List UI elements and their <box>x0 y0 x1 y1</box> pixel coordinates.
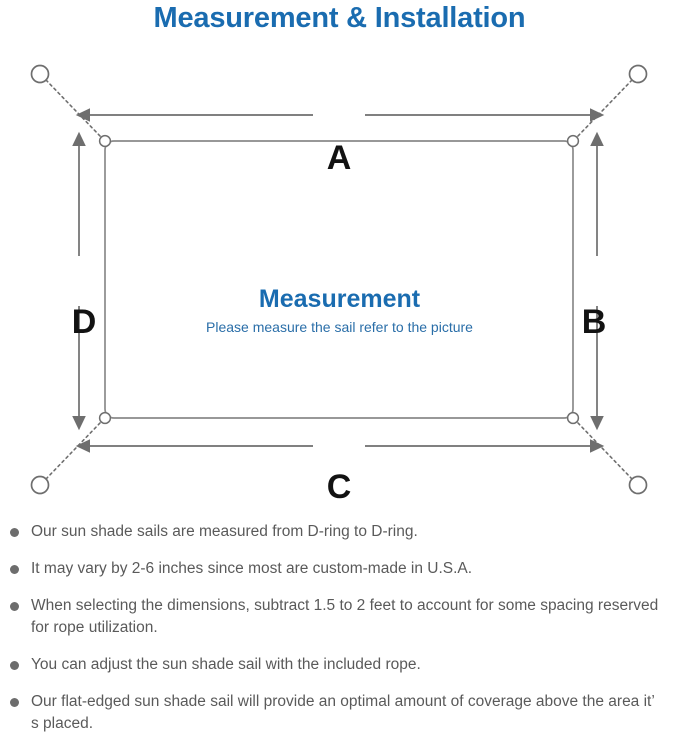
d-ring-top-left <box>98 134 112 148</box>
note-item: Our flat-edged sun shade sail will provi… <box>10 691 665 750</box>
bullet-icon <box>10 602 19 611</box>
note-text: Our sun shade sails are measured from D-… <box>31 523 418 540</box>
bullet-icon <box>10 661 19 670</box>
note-item: It may vary by 2-6 inches since most are… <box>10 558 665 595</box>
anchor-circle-top-right <box>628 64 648 84</box>
note-text: You can adjust the sun shade sail with t… <box>31 656 421 673</box>
bullet-icon <box>10 528 19 537</box>
rope-line-bottom-right <box>577 422 633 480</box>
notes-list: Our sun shade sails are measured from D-… <box>0 521 679 750</box>
anchor-circle-bottom-right <box>628 475 648 495</box>
rope-line-top-right <box>577 79 633 137</box>
rope-line-bottom-left <box>45 422 101 480</box>
d-ring-bottom-right <box>566 411 580 425</box>
note-text: It may vary by 2-6 inches since most are… <box>31 560 473 577</box>
dimension-label-b: B <box>581 303 607 341</box>
dimension-label-d: D <box>71 303 97 341</box>
bullet-icon <box>10 698 19 707</box>
d-ring-top-right <box>566 134 580 148</box>
page-title: Measurement & Installation <box>153 2 526 34</box>
diagram-svg <box>30 64 648 495</box>
sail-measurement-diagram: Measurement Please measure the sail refe… <box>0 44 679 514</box>
note-item: Our sun shade sails are measured from D-… <box>10 521 665 558</box>
sail-rectangle <box>104 140 574 419</box>
note-text: Our flat-edged sun shade sail will provi… <box>31 693 655 732</box>
rope-line-top-left <box>45 79 101 137</box>
bullet-icon <box>10 565 19 574</box>
dimension-label-c: C <box>326 468 352 506</box>
anchor-circle-top-left <box>30 64 50 84</box>
d-ring-bottom-left <box>98 411 112 425</box>
dimension-label-a: A <box>326 139 352 177</box>
note-text: When selecting the dimensions, subtract … <box>31 597 659 636</box>
anchor-circle-bottom-left <box>30 475 50 495</box>
note-item: When selecting the dimensions, subtract … <box>10 595 665 654</box>
note-item: You can adjust the sun shade sail with t… <box>10 654 665 691</box>
